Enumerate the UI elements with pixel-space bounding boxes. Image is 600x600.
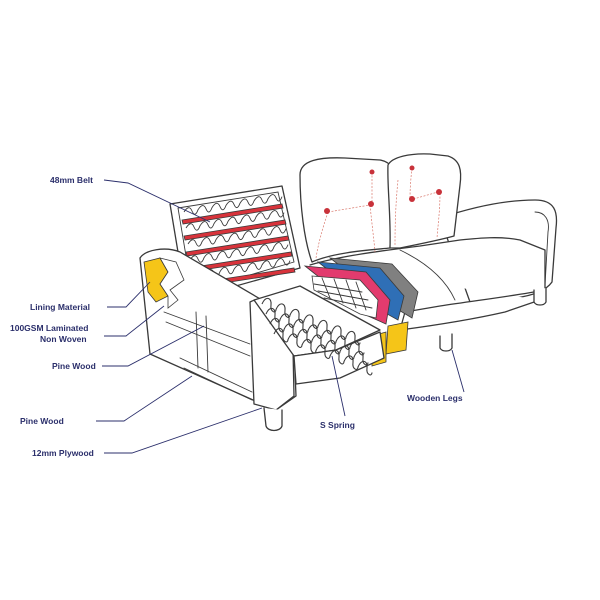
callout-pine-wood-upper: Pine Wood bbox=[52, 325, 205, 371]
label-laminated-2: Non Woven bbox=[40, 334, 87, 344]
left-front-leg bbox=[263, 407, 283, 432]
lining-white-strip bbox=[159, 257, 185, 309]
belt-wire bbox=[187, 226, 287, 247]
callout-laminated: 100GSM Laminated Non Woven bbox=[10, 305, 165, 344]
callout-belt: 48mm Belt bbox=[50, 175, 211, 223]
leader-plywood bbox=[104, 407, 263, 454]
label-s-spring: S Spring bbox=[320, 420, 355, 430]
lining-yellow-front bbox=[385, 321, 409, 355]
label-pine-wood-lower: Pine Wood bbox=[20, 416, 64, 426]
back-seam-7 bbox=[409, 167, 413, 201]
tuft-button bbox=[369, 169, 375, 175]
label-lining: Lining Material bbox=[30, 302, 90, 312]
leader-pine-wood-lower bbox=[96, 375, 193, 422]
seat-cushion-divider bbox=[399, 249, 456, 301]
leader-s-spring bbox=[331, 355, 346, 417]
right-arm-front bbox=[534, 211, 549, 286]
leader-wooden-legs bbox=[451, 349, 465, 393]
label-plywood: 12mm Plywood bbox=[32, 448, 94, 458]
callout-lining: Lining Material bbox=[30, 281, 151, 312]
right-back-leg bbox=[533, 287, 547, 306]
tuft-button bbox=[324, 208, 330, 214]
callout-plywood: 12mm Plywood bbox=[32, 407, 263, 458]
leader-pine-wood-upper bbox=[102, 325, 205, 367]
label-laminated-1: 100GSM Laminated bbox=[10, 323, 88, 333]
callout-s-spring: S Spring bbox=[320, 355, 355, 430]
middle-leg bbox=[439, 333, 453, 352]
label-wooden-legs: Wooden Legs bbox=[407, 393, 463, 403]
leader-belt bbox=[103, 179, 211, 223]
pine-wood-rail-lower bbox=[179, 357, 253, 401]
leader-laminated bbox=[104, 305, 165, 337]
belt-48mm bbox=[183, 219, 287, 241]
callout-pine-wood-lower: Pine Wood bbox=[20, 375, 193, 426]
back-cushion-left bbox=[299, 157, 394, 263]
belt-wire bbox=[183, 194, 283, 215]
s-spring-group bbox=[261, 297, 373, 376]
back-seam-6 bbox=[436, 192, 441, 239]
callout-wooden-legs: Wooden Legs bbox=[407, 349, 465, 403]
belt-wire bbox=[189, 242, 289, 263]
tuft-button bbox=[409, 165, 415, 171]
back-seam-4 bbox=[327, 204, 371, 213]
callouts: 48mm Belt Lining Material 100GSM Laminat… bbox=[10, 175, 465, 458]
back-seam-2 bbox=[369, 204, 376, 253]
tuft-button bbox=[436, 189, 442, 195]
seat-frame bbox=[253, 285, 381, 357]
back-cushion-right bbox=[387, 153, 462, 249]
leader-lining bbox=[107, 281, 151, 308]
label-pine-wood-upper: Pine Wood bbox=[52, 361, 96, 371]
belt-wire bbox=[185, 210, 285, 231]
pine-wood-rail-upper bbox=[163, 311, 251, 357]
s-spring bbox=[273, 327, 373, 376]
belt-48mm bbox=[181, 203, 284, 225]
belt-48mm bbox=[185, 235, 290, 257]
tuft-button bbox=[409, 196, 415, 202]
exposed-frame-section bbox=[139, 185, 385, 432]
back-seam-1 bbox=[315, 211, 329, 259]
label-belt: 48mm Belt bbox=[50, 175, 93, 185]
pine-wood-post bbox=[195, 311, 209, 373]
upholstered-sofa-section bbox=[299, 153, 558, 352]
tuft-button bbox=[368, 201, 374, 207]
pocket-spring-grid bbox=[313, 277, 373, 311]
